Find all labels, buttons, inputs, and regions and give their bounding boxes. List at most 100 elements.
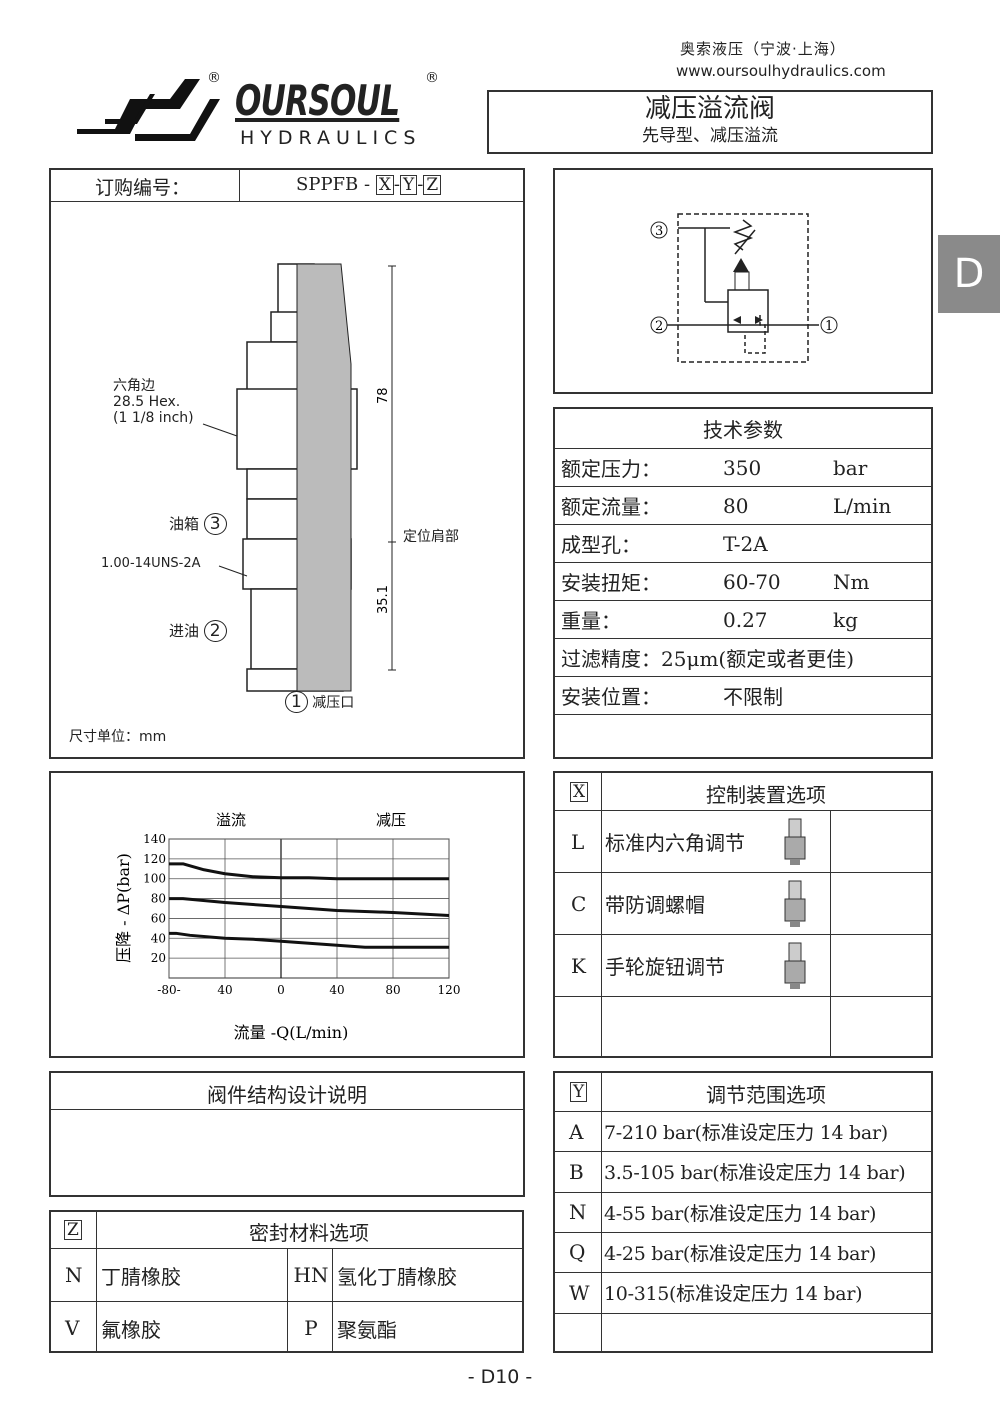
specs-title: 技术参数 [703,418,783,442]
spec-unit: L/min [833,493,892,518]
x-option-label: 带防调螺帽 [605,893,705,917]
x-option-label: 手轮旋钮调节 [605,955,725,979]
spec-row: 安装扭矩： 60-70 Nm [555,562,931,600]
x-option-row[interactable]: C 带防调螺帽 [555,872,931,934]
y-option-row[interactable]: N 4-55 bar(标准设定压力 14 bar) [555,1191,931,1232]
z-option-row[interactable]: N 丁腈橡胶 HN 氢化丁腈橡胶 [51,1248,522,1301]
y-axis-label: 压降 - ΔP(bar) [114,853,133,963]
x-tick-label: 80 [385,983,400,997]
spec-row: 额定压力： 350 bar [555,448,931,486]
x-tick-label: 0 [277,983,285,997]
logo-text: OURSOUL [235,76,400,125]
y-tick-label: 100 [143,872,166,886]
spec-unit: Nm [833,569,870,594]
chart-title-left: 溢流 [216,811,246,829]
y-options-table: Y 调节范围选项 A 7-210 bar(标准设定压力 14 bar) B 3.… [553,1071,933,1353]
x-axis-label: 流量 -Q(L/min) [234,1023,349,1042]
order-y: Y [400,175,418,195]
y-tick-label: 80 [151,892,166,906]
registered-mark: ® [207,70,221,86]
spec-label: 安装扭矩： [561,571,661,595]
y-option-code: A [569,1119,584,1144]
logo-mark-icon [77,79,220,141]
spec-value: 80 [723,493,749,518]
title-box: 减压溢流阀 先导型、减压溢流 [487,90,933,154]
hex-callout: 六角边 28.5 Hex. (1 1/8 inch) [113,378,194,426]
x-option-code: K [571,953,586,978]
x-option-row[interactable]: K 手轮旋钮调节 [555,934,931,996]
ordering-box: 订购编号： SPPFB - X-Y-Z 78 35.1 六角边 28.5 Hex… [49,168,525,759]
y-option-row[interactable]: W 10-315(标准设定压力 14 bar) [555,1272,931,1312]
z-label: 丁腈橡胶 [101,1264,181,1289]
x-option-row [555,996,931,1058]
order-z: Z [423,175,442,195]
order-prefix: SPPFB - [296,174,371,195]
y-option-label: 10-315(标准设定压力 14 bar) [604,1283,863,1306]
y-option-code: N [569,1200,587,1225]
spec-row: 额定流量： 80 L/min [555,486,931,524]
hex-label: 六角边 [113,378,155,394]
specs-table: 技术参数 额定压力： 350 bar 额定流量： 80 L/min 成型孔： T… [553,407,933,759]
x-option-row[interactable]: L 标准内六角调节 [555,810,931,872]
z-option-row[interactable]: V 氟橡胶 P 聚氨酯 [51,1301,522,1354]
y-option-code: B [569,1159,584,1184]
z-label: 氟橡胶 [101,1317,161,1342]
spec-value: 60-70 [723,569,781,594]
x-options-table: X 控制装置选项 L 标准内六角调节 C 带防调螺帽 K 手轮旋钮调节 [553,771,933,1058]
y-key: Y [570,1082,588,1102]
y-option-label: 4-55 bar(标准设定压力 14 bar) [604,1202,877,1225]
y-option-row[interactable]: B 3.5-105 bar(标准设定压力 14 bar) [555,1151,931,1191]
design-notes-box: 阀件结构设计说明 [49,1071,525,1197]
section-tab[interactable]: D [938,235,1000,313]
dim-78: 78 [376,387,391,404]
spec-label: 重量： [561,609,621,633]
z-options-title: 密封材料选项 [249,1221,369,1245]
z-code: P [304,1316,318,1340]
x-option-code: C [571,891,587,916]
order-code: SPPFB - X-Y-Z [296,174,442,195]
spec-label: 额定压力： [561,457,661,481]
units-note: 尺寸单位：mm [69,729,167,745]
filter-spec: 过滤精度：25μm(额定或者更佳) [561,647,855,671]
tamper-cap-icon [784,880,806,927]
logo-subtext: HYDRAULICS [240,127,422,149]
schematic-symbol: 3 2 1 [650,213,838,363]
company-website[interactable]: www.oursoulhydraulics.com [676,62,886,80]
page-title: 减压溢流阀 [644,94,775,124]
spec-value: 不限制 [723,685,783,709]
y-option-code: Q [569,1240,586,1265]
schematic-port3: 3 [655,224,663,239]
company-logo: ® OURSOUL ® HYDRAULICS [75,70,439,155]
dim-35: 35.1 [376,585,391,614]
series-line-curve-mid [169,897,450,917]
port1-callout: 1 减压口 [285,691,354,713]
dash: - [417,174,424,195]
y-tick-label: 140 [143,832,166,846]
x-tick-label: 40 [217,983,232,997]
order-label: 订购编号： [95,177,191,199]
y-option-row[interactable]: A 7-210 bar(标准设定压力 14 bar) [555,1111,931,1151]
spec-label: 额定流量： [561,495,661,519]
x-key: X [570,782,589,802]
chart-title-right: 减压 [376,811,406,829]
spec-unit: bar [833,455,868,480]
cartridge-drawing: 78 35.1 [202,263,396,692]
spec-label: 安装位置： [561,685,661,709]
y-tick-label: 20 [151,951,166,965]
port2-callout: 进油 2 [169,620,227,642]
spec-label: 成型孔： [561,533,641,557]
hex-adjust-icon [784,818,806,865]
port3-callout: 油箱 3 [169,513,227,535]
spec-row: 成型孔： T-2A [555,524,931,562]
y-option-row[interactable]: Q 4-25 bar(标准设定压力 14 bar) [555,1231,931,1272]
dash: - [393,174,401,195]
page-subtitle: 先导型、减压溢流 [642,126,778,146]
x-tick-label: 120 [438,983,461,997]
z-code: HN [293,1263,329,1287]
y-tick-label: 40 [151,931,166,945]
registered-mark: ® [425,70,439,86]
schematic-port2: 2 [655,319,663,334]
z-label: 聚氨酯 [337,1317,397,1342]
